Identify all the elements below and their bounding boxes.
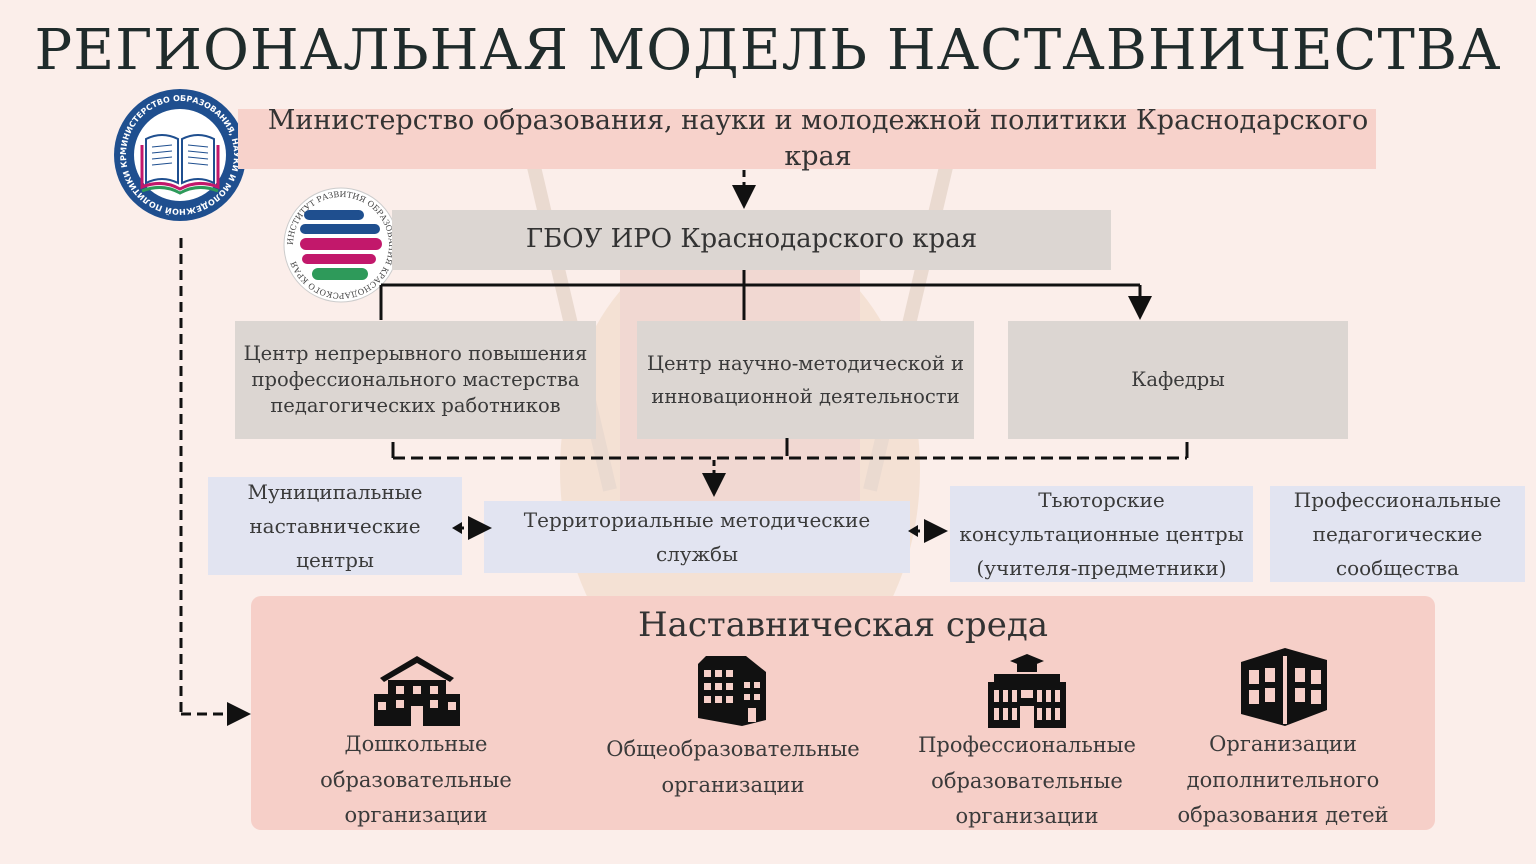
kindergarten-building-icon — [374, 656, 460, 726]
mentoring-environment-title: Наставническая среда — [637, 605, 1049, 645]
municipal-mentoring-centers: Муниципальные наставнические центры — [208, 477, 462, 575]
college-building-icon — [988, 654, 1066, 728]
professional-communities: Профессиональные педагогические сообщест… — [1270, 486, 1525, 582]
ministry-logo: МИНИСТЕРСТВО ОБРАЗОВАНИЯ, НАУКИ И МОЛОДЕ… — [112, 87, 246, 221]
territorial-methodical-services: Территориальные методические службы — [484, 501, 910, 573]
additional-education-organizations-label: Организации дополнительного образования … — [1177, 732, 1389, 828]
preschool-organizations-label: Дошкольные образовательные организации — [320, 732, 512, 828]
ministry-box: Министерство образования, науки и молоде… — [238, 105, 1376, 172]
page-title: РЕГИОНАЛЬНАЯ МОДЕЛЬ НАСТАВНИЧЕСТВА — [34, 18, 1502, 83]
gbou-box: ГБОУ ИРО Краснодарского края — [392, 210, 1111, 270]
school-building-icon — [698, 656, 766, 726]
center-scientific-methodical: Центр научно-методической и инновационно… — [637, 321, 974, 439]
professional-education-organizations-label: Профессиональные образовательные организ… — [918, 733, 1136, 829]
departments-box: Кафедры — [1008, 321, 1348, 439]
iro-logo: ИНСТИТУТ РАЗВИТИЯ ОБРАЗОВАНИЯ КРАСНОДАРС… — [283, 187, 399, 303]
tutor-consulting-centers: Тьюторские консультационные центры (учит… — [950, 486, 1253, 582]
center-professional-mastery: Центр непрерывного повышения профессиона… — [235, 321, 596, 439]
general-education-organizations-label: Общеобразовательные организации — [606, 737, 860, 797]
additional-education-building-icon — [1241, 648, 1327, 726]
